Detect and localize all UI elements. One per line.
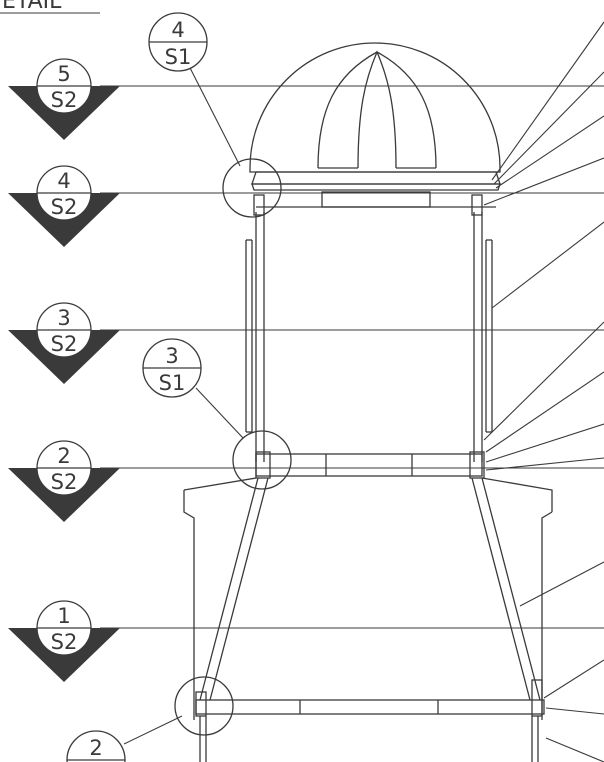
callout-number: 4	[171, 18, 184, 42]
callout-leader	[185, 59, 241, 167]
level-marker-number: 3	[57, 306, 70, 330]
right-leg	[481, 477, 541, 701]
cornice-top	[251, 171, 501, 185]
leader-line	[519, 561, 604, 607]
level-marker-number: 1	[57, 604, 70, 628]
leader-line	[491, 21, 604, 181]
middle-ring	[255, 451, 485, 479]
frame-connector	[253, 194, 265, 216]
detail-callout-4: 4 S1	[148, 12, 241, 167]
right-leader-lines	[483, 21, 604, 762]
callout-sheet: S1	[159, 371, 186, 395]
detail-callout-2: 2 S1	[66, 715, 183, 762]
drawing-title: ETAIL	[0, 0, 100, 14]
pedestal-left-side	[183, 490, 195, 720]
middle-beam	[255, 453, 483, 477]
left-leg	[199, 477, 259, 701]
cornice-fascia	[251, 183, 501, 191]
cornice	[251, 171, 501, 208]
dome-outer-arc	[249, 42, 501, 169]
callout-sheet: S1	[165, 45, 192, 69]
leader-line	[485, 371, 604, 453]
drawing-title-text: ETAIL	[2, 0, 62, 14]
lower-legs	[199, 477, 541, 701]
level-marker-sheet: S2	[51, 332, 78, 356]
level-marker-1: 1 S2	[8, 600, 120, 682]
dome	[249, 42, 501, 173]
cornice-panel	[321, 191, 431, 208]
level-marker-number: 4	[57, 169, 70, 193]
leader-line	[483, 157, 604, 206]
detail-circle	[174, 676, 234, 736]
callout-number: 3	[165, 344, 178, 368]
leader-line	[545, 737, 604, 762]
left-leg	[209, 477, 269, 701]
dome-rib-outer	[317, 51, 437, 169]
leader-line	[483, 321, 604, 441]
pedestal	[183, 477, 553, 720]
leader-line	[493, 71, 604, 185]
frame-connector	[255, 451, 271, 479]
level-marker-5: 5 S2	[8, 58, 120, 140]
pedestal-right-side	[541, 511, 553, 720]
level-marker-4: 4 S2	[8, 165, 120, 247]
leader-line	[495, 115, 604, 189]
frame-connector	[531, 679, 543, 717]
level-marker-sheet: S2	[51, 195, 78, 219]
bottom-ring	[195, 679, 545, 762]
callout-leader	[123, 715, 183, 745]
leader-line	[543, 659, 604, 699]
bottom-beam	[195, 699, 545, 715]
frame-connector	[195, 691, 207, 717]
dome-rib-inner	[357, 50, 397, 169]
leader-line	[545, 707, 604, 715]
level-lines	[100, 85, 604, 629]
level-marker-number: 2	[57, 444, 70, 468]
level-marker-sheet: S2	[51, 630, 78, 654]
upper-frame	[245, 194, 493, 462]
leader-line	[491, 221, 604, 309]
frame-connector	[469, 451, 485, 479]
frame-connector	[471, 194, 483, 216]
level-marker-sheet: S2	[51, 88, 78, 112]
detail-circle	[222, 158, 282, 218]
callout-number: 2	[89, 736, 102, 760]
level-marker-3: 3 S2	[8, 302, 120, 384]
leader-line	[485, 423, 604, 463]
level-marker-number: 5	[57, 62, 70, 86]
level-marker-sheet: S2	[51, 470, 78, 494]
detail-callout-3: 3 S1	[142, 338, 244, 439]
level-marker-2: 2 S2	[8, 440, 120, 522]
callout-leader	[195, 387, 244, 439]
leader-line	[485, 457, 604, 471]
detail-circles	[174, 158, 292, 736]
pedestal-cap	[183, 477, 553, 512]
detail-circle	[232, 430, 292, 490]
right-leg	[471, 477, 531, 701]
